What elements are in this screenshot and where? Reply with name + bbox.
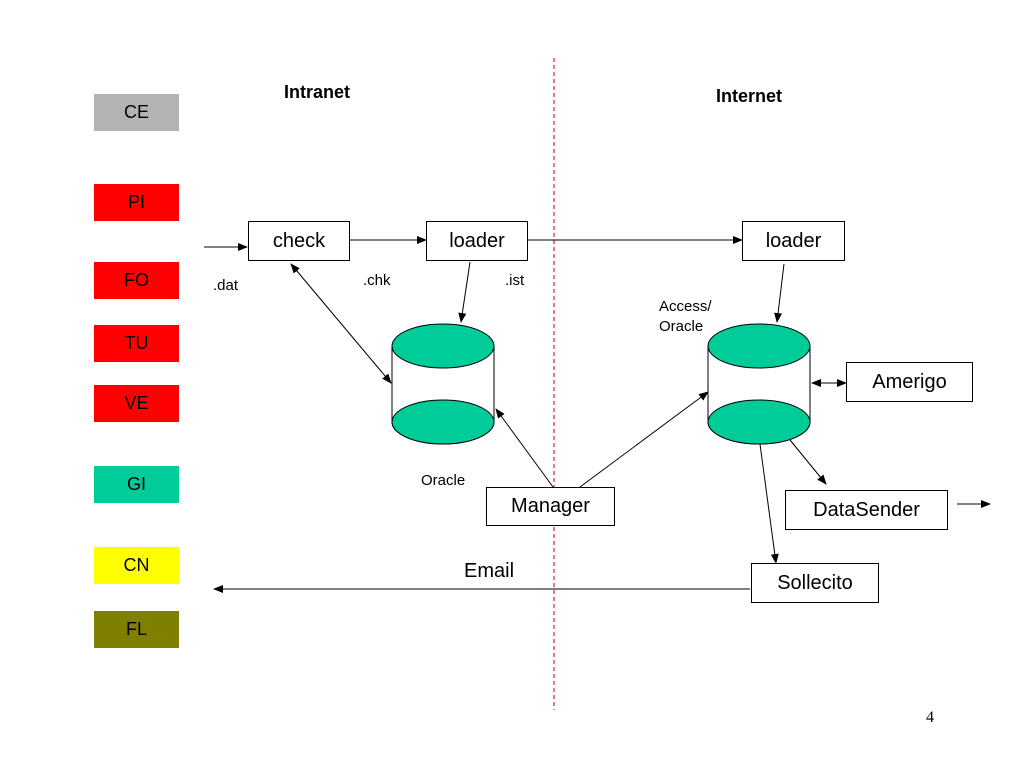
access-oracle-label-line2: Oracle: [659, 318, 704, 335]
dat-label: .dat: [213, 277, 239, 294]
amerigo-node: Amerigo: [846, 362, 973, 402]
legend-fl: FL: [94, 611, 179, 648]
access-oracle-label-line1: Access/: [659, 298, 712, 315]
arrow-loader-to-db-internet: [774, 263, 785, 323]
arrow-check-db-bidirectional: [290, 263, 392, 384]
email-label: Email: [464, 560, 515, 582]
ist-label: .ist: [505, 272, 525, 289]
datasender-node: DataSender: [785, 490, 948, 530]
chk-label: .chk: [363, 272, 391, 289]
sollecito-node: Sollecito: [751, 563, 879, 603]
arrow-loader-to-db-intranet: [458, 261, 471, 323]
legend-ce: CE: [94, 94, 179, 131]
legend-cn: CN: [94, 547, 179, 584]
access-oracle-database-internet: [707, 323, 811, 445]
zone-internet-label: Internet: [716, 86, 783, 106]
legend-gi: GI: [94, 466, 179, 503]
arrow-db-to-sollecito: [759, 443, 779, 564]
arrow-db-to-datasender: [789, 439, 827, 485]
arrow-manager-to-db-internet: [579, 391, 709, 488]
legend-tu: TU: [94, 325, 179, 362]
oracle-label: Oracle: [421, 472, 466, 489]
arrow-manager-to-db-intranet: [495, 408, 554, 488]
legend-pi: PI: [94, 184, 179, 221]
legend-fo: FO: [94, 262, 179, 299]
oracle-database-intranet: [391, 323, 495, 445]
legend-ve: VE: [94, 385, 179, 422]
manager-node: Manager: [486, 487, 615, 526]
loader-node-intranet: loader: [426, 221, 528, 261]
loader-node-internet: loader: [742, 221, 845, 261]
check-node: check: [248, 221, 350, 261]
zone-intranet-label: Intranet: [284, 82, 351, 102]
page-number: 4: [926, 709, 934, 726]
